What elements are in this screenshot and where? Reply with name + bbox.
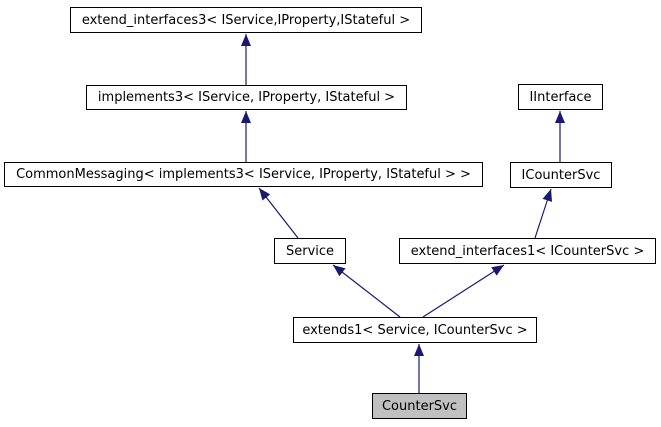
node-extends1[interactable]: extends1< Service, ICounterSvc > (293, 317, 537, 343)
edge-extend-interfaces1-to-icountersvc (534, 188, 553, 239)
node-service[interactable]: Service (274, 238, 346, 264)
edge-service-to-commonmessaging (258, 187, 299, 239)
node-countersvc-current: CounterSvc (372, 393, 467, 419)
node-implements3[interactable]: implements3< IService, IProperty, IState… (86, 85, 407, 110)
node-iinterface[interactable]: IInterface (518, 84, 603, 110)
node-extend-interfaces1[interactable]: extend_interfaces1< ICounterSvc > (399, 238, 656, 264)
node-icountersvc[interactable]: ICounterSvc (510, 162, 612, 188)
edge-extends1-to-service (332, 264, 401, 318)
node-commonmessaging[interactable]: CommonMessaging< implements3< IService, … (4, 162, 483, 187)
edge-extends1-to-extend-interfaces1 (422, 264, 505, 318)
node-extend-interfaces3[interactable]: extend_interfaces3< IService,IProperty,I… (70, 7, 422, 33)
